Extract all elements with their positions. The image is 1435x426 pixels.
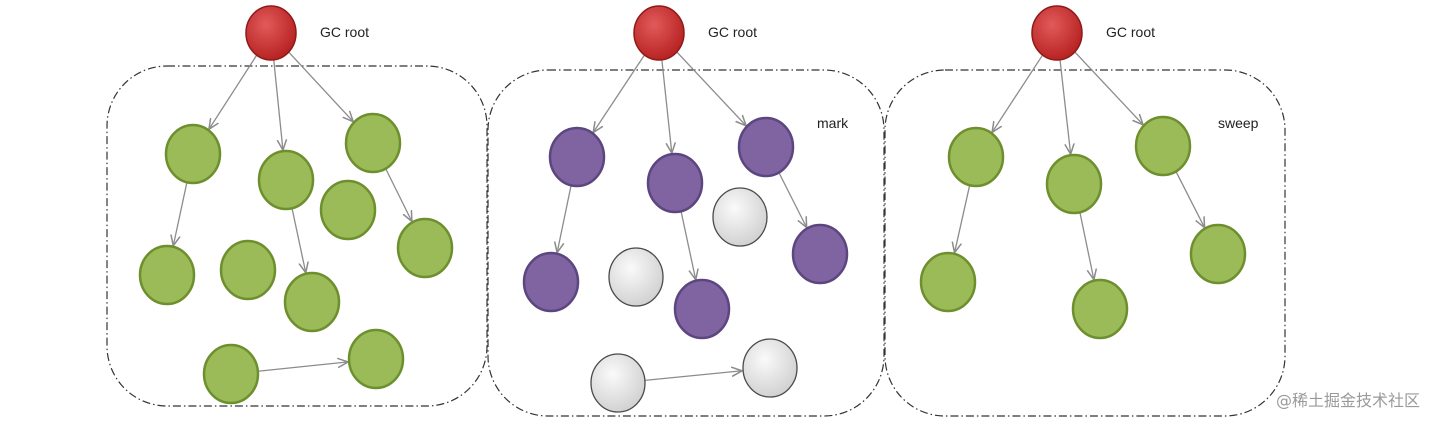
reference-arrow-root-a1 — [992, 54, 1044, 132]
object-node-unreachable — [608, 247, 664, 307]
reference-arrow-a2-c2 — [291, 208, 306, 272]
phase-label-mark: mark — [817, 115, 849, 131]
object-node-live — [947, 126, 1005, 188]
object-node-live — [164, 123, 222, 185]
reference-arrow-root-a2 — [661, 59, 672, 153]
object-node-live — [319, 179, 377, 241]
object-node-marked — [737, 116, 795, 178]
panel-border — [106, 65, 488, 407]
object-node-marked — [522, 251, 580, 313]
panel-border — [487, 69, 885, 417]
panel-border — [884, 69, 1286, 417]
object-node-live — [347, 328, 405, 390]
reference-arrow-a2-c2 — [1079, 212, 1094, 279]
watermark-text: @稀土掘金技术社区 — [1276, 391, 1420, 410]
object-node-live — [1189, 223, 1247, 285]
reference-arrow-a2-c2 — [680, 211, 696, 279]
object-node-live — [919, 251, 977, 313]
object-node-live — [344, 112, 402, 174]
phase-label-sweep: sweep — [1218, 115, 1259, 131]
object-node-live — [1045, 153, 1103, 215]
gc-root-label: GC root — [708, 24, 757, 40]
reference-arrow-root-a2 — [273, 59, 283, 150]
gc-root-label: GC root — [1106, 24, 1155, 40]
object-node-marked — [646, 152, 704, 214]
object-node-live — [1134, 115, 1192, 177]
object-node-live — [219, 239, 277, 301]
panel-sweep: GC root sweep — [884, 5, 1286, 417]
object-node-marked — [673, 278, 731, 340]
reference-arrow-a1-b1 — [173, 182, 188, 246]
reference-arrow-root-a3 — [676, 51, 746, 126]
reference-arrow-root-a3 — [288, 51, 354, 122]
reference-arrow-root-a2 — [1059, 59, 1071, 154]
reference-arrow-a3-b3 — [1175, 171, 1205, 227]
panel-mark: GC root mark — [487, 5, 885, 417]
object-node-live — [202, 343, 260, 405]
object-node-live — [1071, 278, 1129, 340]
gc-root-label: GC root — [320, 24, 369, 40]
reference-arrow-a3-b3 — [778, 172, 807, 227]
reference-arrow-root-a3 — [1074, 51, 1143, 125]
object-node-unreachable — [712, 187, 768, 247]
object-node-live — [396, 217, 454, 279]
panel-initial: GC root — [106, 5, 488, 407]
object-node-marked — [791, 223, 849, 285]
reference-arrow-root-a1 — [209, 54, 258, 129]
object-node-unreachable — [742, 338, 798, 398]
reference-arrow-a1-b1 — [955, 185, 971, 253]
gc-root-node — [633, 5, 685, 61]
object-node-unreachable — [590, 353, 646, 413]
object-node-live — [283, 271, 341, 333]
reference-arrow-a1-b1 — [557, 185, 572, 252]
reference-arrow-d1-d2 — [257, 362, 348, 372]
object-node-live — [138, 244, 196, 306]
gc-root-node — [245, 5, 297, 61]
reference-arrow-root-a1 — [593, 54, 646, 133]
gc-root-node — [1031, 5, 1083, 61]
reference-arrow-d1-d2 — [644, 371, 742, 381]
object-node-live — [257, 149, 315, 211]
object-node-marked — [548, 126, 606, 188]
reference-arrow-a3-b3 — [385, 168, 412, 222]
